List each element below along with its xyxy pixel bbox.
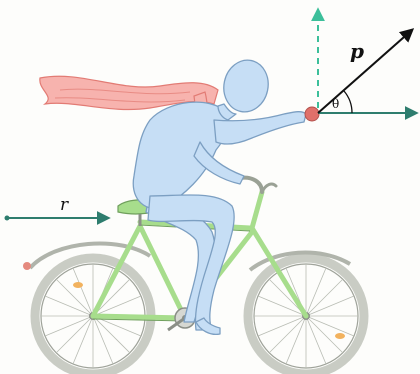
angle-label: θ: [332, 97, 339, 111]
radius-vector: [5, 216, 109, 221]
hand-point: [305, 107, 319, 121]
radius-label: r: [60, 195, 69, 215]
momentum-label: p: [350, 39, 364, 63]
angle-arc: [344, 91, 352, 113]
